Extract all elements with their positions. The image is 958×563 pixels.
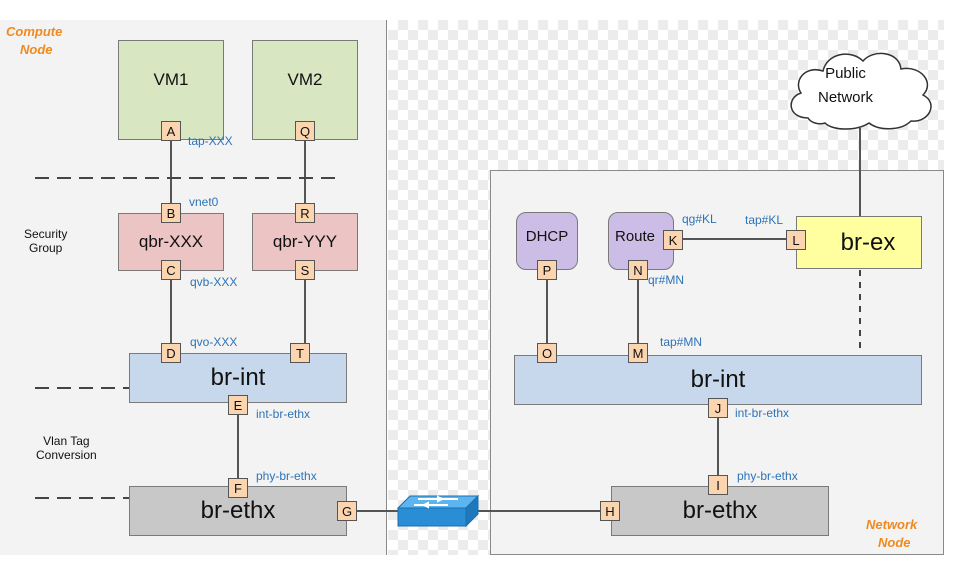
qvb-xxx-label: qvb-XXX [190, 275, 238, 289]
port-p: P [537, 260, 557, 280]
port-j: J [708, 398, 728, 418]
vnet0-label: vnet0 [189, 195, 219, 209]
compute-node-title-line1: Compute [6, 24, 63, 39]
port-s: S [295, 260, 315, 280]
compute-node-title: Compute Node [6, 23, 62, 59]
port-k: K [663, 230, 683, 250]
qvo-xxx-label: qvo-XXX [190, 335, 238, 349]
br-ex-box: br-ex [796, 216, 922, 269]
port-n: N [628, 260, 648, 280]
port-l: L [786, 230, 806, 250]
public-network-label-line1: Public [825, 65, 866, 82]
vlan-tag-label: Vlan Tag Conversion [36, 434, 97, 462]
network-node-title-line1: Network [866, 517, 918, 532]
vlan-tag-label-line1: Vlan Tag [43, 434, 90, 448]
network-node-title: Network Node [866, 516, 917, 552]
switch-icon [396, 494, 480, 528]
port-e: E [228, 395, 248, 415]
port-b: B [161, 203, 181, 223]
port-q: Q [295, 121, 315, 141]
port-g: G [337, 501, 357, 521]
compute-node-title-line2: Node [20, 42, 53, 57]
port-m: M [628, 343, 648, 363]
public-network-cloud [790, 52, 932, 130]
int-br-ethx-compute-label: int-br-ethx [256, 407, 311, 421]
port-i: I [708, 475, 728, 495]
port-f: F [228, 478, 248, 498]
network-node-title-line2: Node [878, 535, 911, 550]
port-o: O [537, 343, 557, 363]
tap-kl-label: tap#KL [745, 213, 784, 227]
qr-mn-label: qr#MN [648, 273, 685, 287]
public-network-label-line2: Network [818, 89, 874, 106]
port-a: A [161, 121, 181, 141]
port-d: D [161, 343, 181, 363]
int-br-ethx-network-label: int-br-ethx [735, 406, 790, 420]
vlan-tag-label-line2: Conversion [36, 448, 97, 462]
port-c: C [161, 260, 181, 280]
tap-xxx-label: tap-XXX [188, 134, 233, 148]
port-r: R [295, 203, 315, 223]
security-group-label-line1: Security [24, 227, 68, 241]
tap-mn-label: tap#MN [660, 335, 703, 349]
port-t: T [290, 343, 310, 363]
security-group-label-line2: Group [29, 241, 63, 255]
br-int-network-box: br-int [514, 355, 922, 405]
phy-br-ethx-compute-label: phy-br-ethx [256, 469, 317, 483]
security-group-label: Security Group [24, 227, 67, 255]
public-network-label: Public Network [818, 62, 873, 110]
qg-kl-label: qg#KL [682, 212, 717, 226]
phy-br-ethx-network-label: phy-br-ethx [737, 469, 798, 483]
port-h: H [600, 501, 620, 521]
